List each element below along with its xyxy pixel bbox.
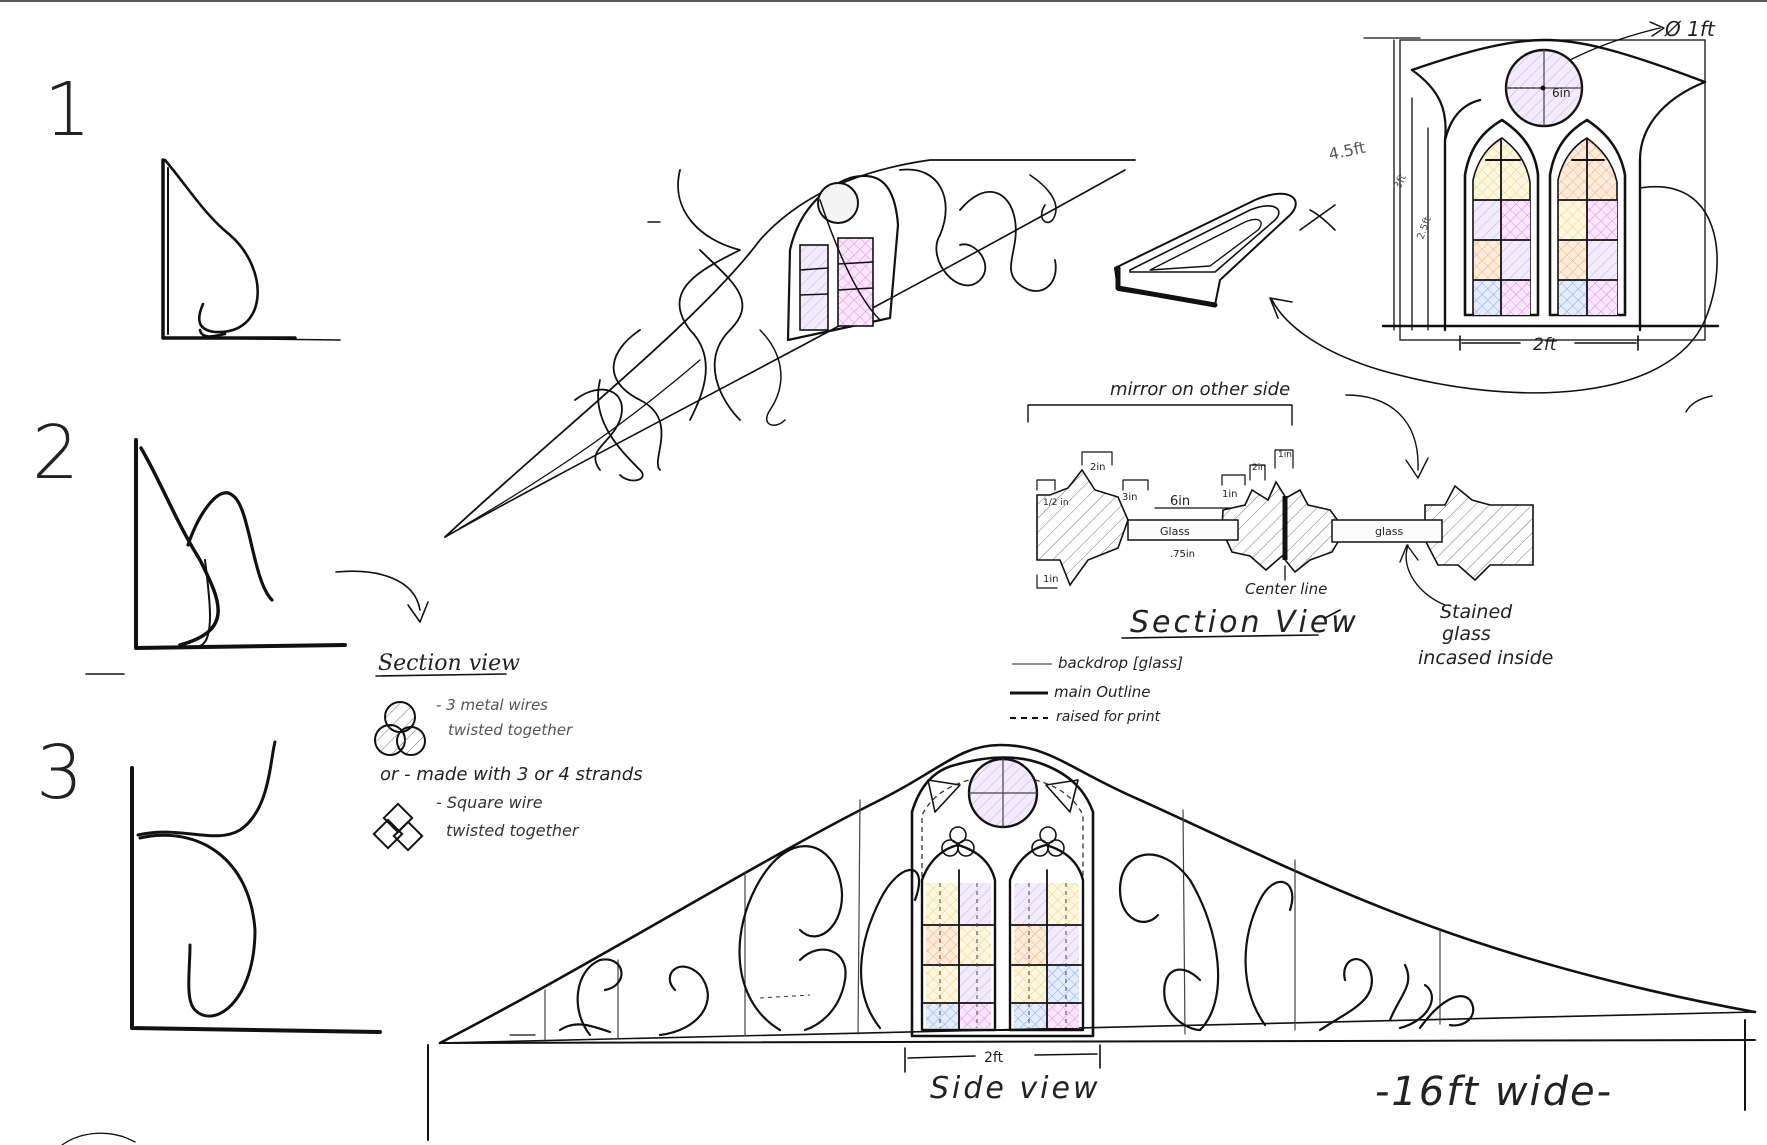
- section-right-block: [1424, 484, 1534, 582]
- window-height-25: 2.5ft: [1415, 215, 1433, 241]
- step-3-number: 3: [36, 730, 83, 816]
- step-2-number: 2: [32, 410, 79, 496]
- stained-glass-line2: glass: [1442, 623, 1491, 645]
- overall-width-label: -16ft wide-: [1375, 1069, 1613, 1115]
- trefoil-right: [1031, 826, 1065, 857]
- side-view-window-frame: [910, 756, 1095, 1038]
- window-detail: 6in 2ft 4.5ft 3ft 2.5ft Ø 1ft: [1269, 17, 1720, 413]
- section-view-diagram: mirror on other side Glass glass Center …: [1027, 379, 1553, 669]
- dim-2in: 2in: [1090, 462, 1105, 473]
- window-width-label: 2ft: [1533, 335, 1558, 355]
- legend-raised: raised for print: [1056, 709, 1161, 725]
- glass-label-left: Glass: [1160, 525, 1190, 538]
- corner-circle-fragment: [61, 1132, 136, 1145]
- six-in-label: 6in: [1552, 86, 1571, 100]
- three-wire-icon: [374, 701, 426, 756]
- glass-strip-left: [1127, 519, 1239, 541]
- stained-glass-line1: Stained: [1440, 601, 1513, 623]
- dim-1in-b: 1in: [1043, 574, 1058, 585]
- window-height-45: 4.5ft: [1327, 138, 1367, 164]
- line-legend: backdrop [glass] main Outline raised for…: [1010, 654, 1183, 725]
- dim-3in: 3in: [1122, 492, 1137, 503]
- window-height-3: 3ft: [1391, 172, 1409, 192]
- wire-notes: Section view - 3 metal wires twisted tog…: [372, 651, 643, 852]
- side-view-outline: [438, 743, 1757, 1045]
- wire-note-line1: - 3 metal wires: [436, 696, 548, 714]
- dim-1in-top: 1in: [1278, 450, 1292, 460]
- glass-strip-right: [1331, 519, 1443, 543]
- perspective-sketch: [444, 159, 1136, 538]
- diameter-label: Ø 1ft: [1664, 17, 1716, 41]
- stained-glass-line3: incased inside: [1418, 647, 1553, 669]
- square-wire-icon: [372, 802, 424, 852]
- square-note-line2: twisted together: [446, 821, 580, 840]
- section-view-small-label: Section view: [378, 651, 520, 676]
- dim-1in-a: 1in: [1222, 489, 1237, 500]
- dim-6in: 6in: [1170, 494, 1190, 509]
- side-window-width-label: 2ft: [984, 1050, 1004, 1066]
- legend-backdrop: backdrop [glass]: [1058, 654, 1183, 672]
- legend-main-outline: main Outline: [1054, 683, 1151, 701]
- or-note: or - made with 3 or 4 strands: [380, 764, 643, 785]
- side-view-diagram: 2ft Side view -16ft wide-: [427, 743, 1757, 1141]
- side-view-title: Side view: [930, 1071, 1101, 1106]
- dim-half-in: 1/2 in: [1043, 498, 1069, 508]
- wire-note-line2: twisted together: [448, 721, 573, 739]
- glass-label-right: glass: [1375, 525, 1404, 538]
- step-2-sketch: 2: [32, 410, 429, 675]
- trefoil-left: [941, 826, 975, 857]
- section-left-block: [1036, 468, 1129, 587]
- center-line-label: Center line: [1245, 580, 1327, 598]
- step-3-sketch: 3: [36, 730, 382, 1034]
- frame-3d-sketch: [1114, 192, 1336, 308]
- dim-75: .75in: [1170, 549, 1195, 560]
- square-note-line1: - Square wire: [436, 793, 543, 812]
- mirror-note: mirror on other side: [1110, 379, 1290, 400]
- dim-2in-b: 2in: [1252, 463, 1266, 473]
- step-1-sketch: 1: [44, 67, 341, 341]
- step-1-number: 1: [44, 67, 91, 153]
- section-view-title: Section View: [1130, 605, 1359, 640]
